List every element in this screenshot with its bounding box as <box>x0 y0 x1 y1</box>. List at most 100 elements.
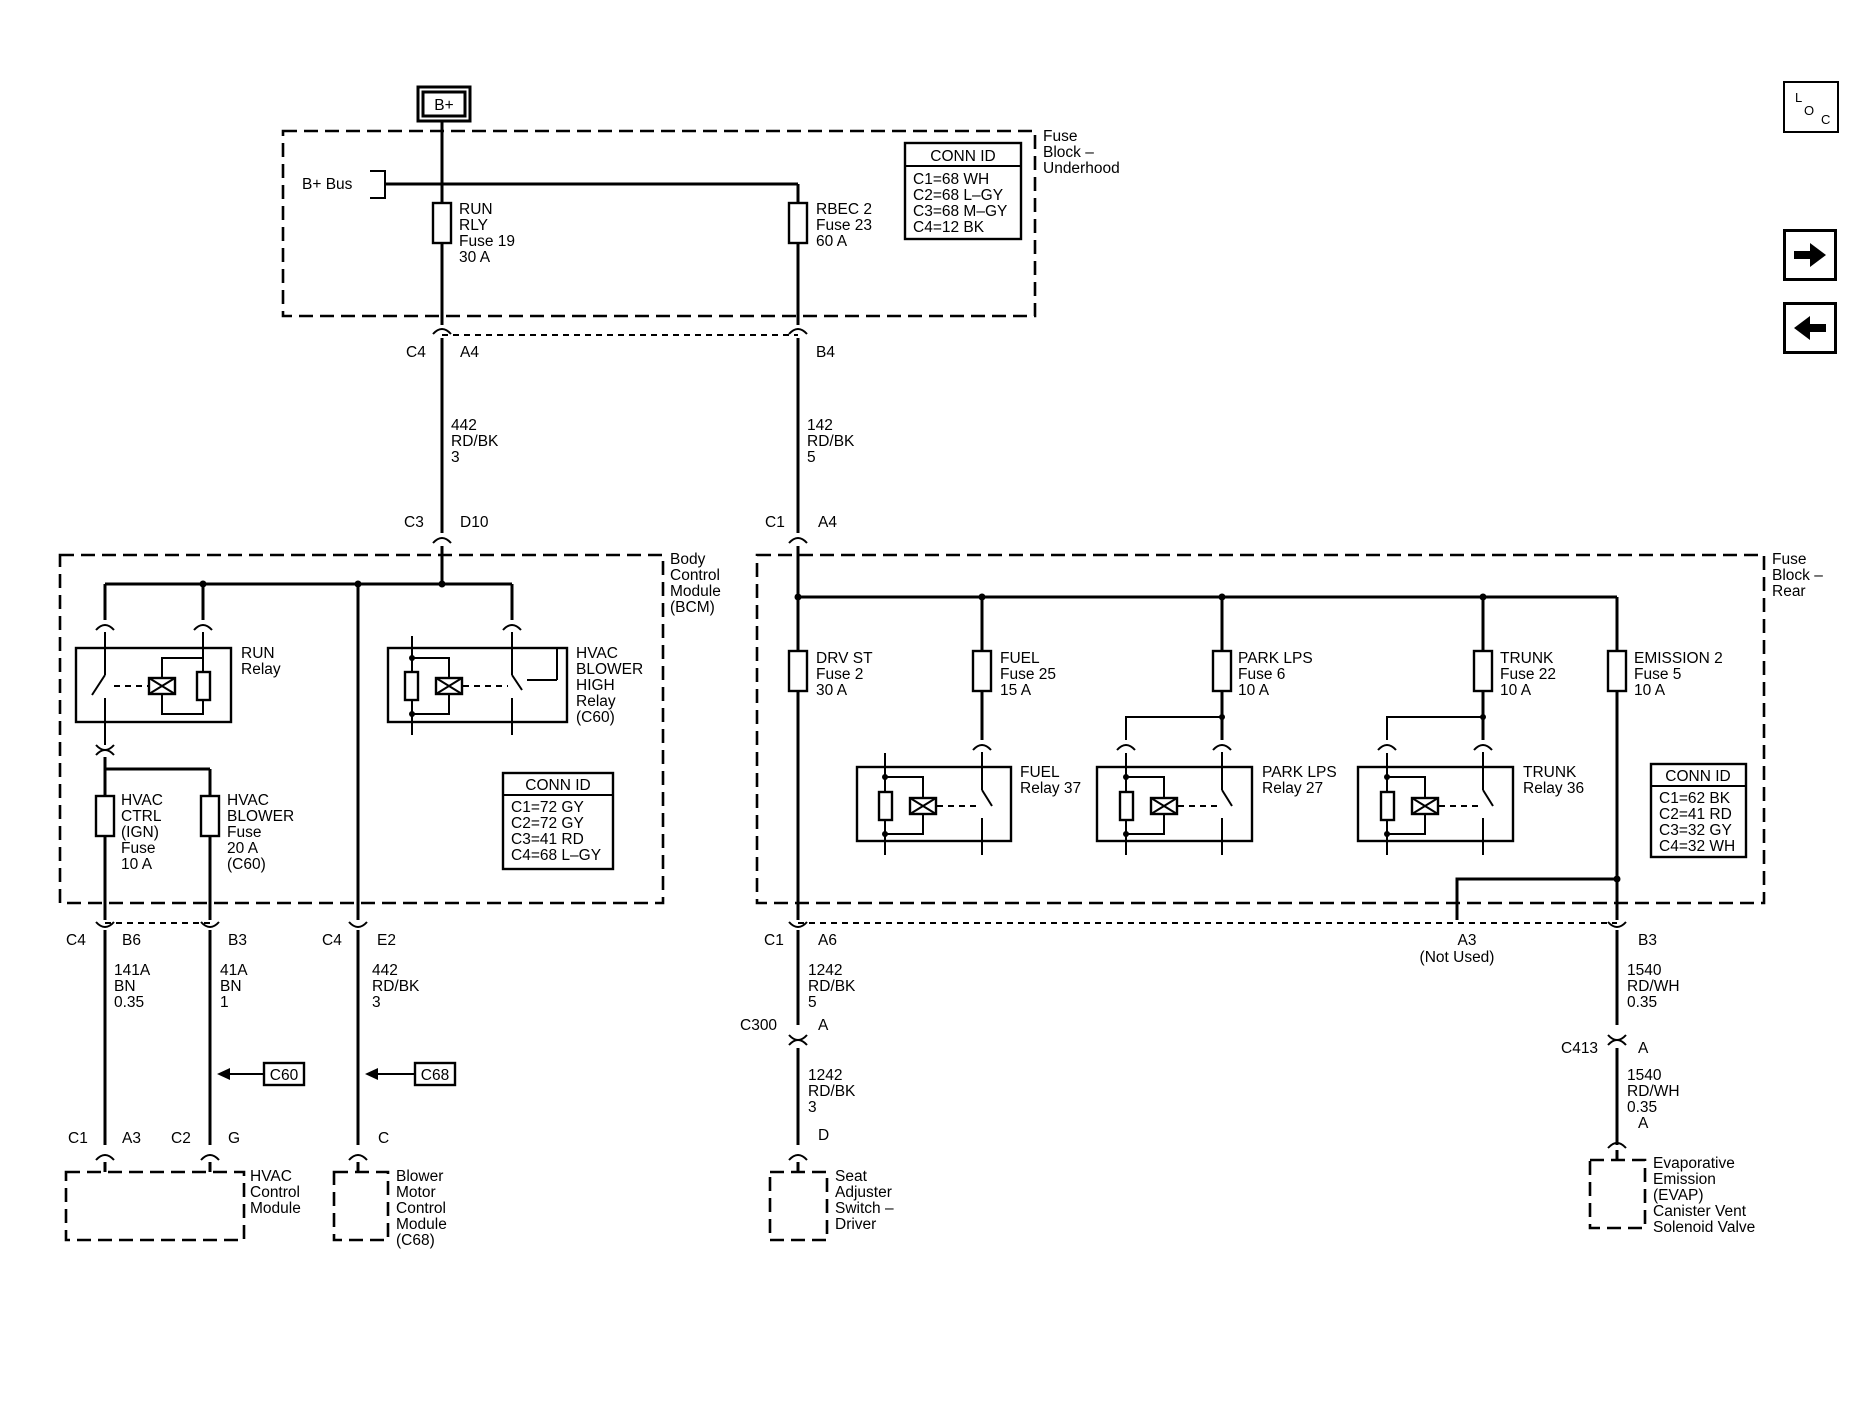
fuse19-line3: Fuse 19 <box>459 233 515 250</box>
fuel-relay-2: Relay 37 <box>1020 780 1081 797</box>
hvac-blower-fuse-4: 20 A <box>227 840 259 857</box>
trunk-fuse-2: Fuse 22 <box>1500 666 1556 683</box>
rear-pin-c1: C1 <box>765 514 785 531</box>
w442b-line3: 3 <box>372 994 381 1011</box>
fuse-emission <box>1606 649 1628 693</box>
drv-st-1: DRV ST <box>816 650 873 667</box>
fuse23-line3: 60 A <box>816 233 848 250</box>
connector-e2 <box>348 921 368 928</box>
w1540b-line3: 0.35 <box>1627 1099 1657 1116</box>
connector-c4-a4 <box>432 328 452 335</box>
rear-pin-b3: B3 <box>1638 932 1657 949</box>
c413-label: C413 <box>1561 1040 1598 1057</box>
fuse19-line1: RUN <box>459 201 493 218</box>
hvac-relay-label-5: (C60) <box>576 709 615 726</box>
w442-line3: 3 <box>451 449 460 466</box>
c300-label: C300 <box>740 1017 777 1034</box>
bcm-title-3: Module <box>670 583 721 600</box>
rear-fuse-block-outline <box>755 553 1766 905</box>
hvac-ctrl-fuse-4: Fuse <box>121 840 155 857</box>
pin-c4b-label: C4 <box>322 932 342 949</box>
run-relay-label-2: Relay <box>241 661 281 678</box>
rear-pin-a3: A3 <box>1458 932 1477 949</box>
w1242a-line1: 1242 <box>808 962 842 979</box>
hvac-relay-label-1: HVAC <box>576 645 618 662</box>
wire-a3-not-used <box>1455 877 1617 920</box>
next-page-button[interactable] <box>1783 229 1837 281</box>
evap-4: Canister Vent <box>1653 1203 1747 1220</box>
rear-conn-1: C1=62 BK <box>1659 790 1731 807</box>
hvac-ctrl-fuse-2: CTRL <box>121 808 162 825</box>
bplus-label: B+ <box>434 97 453 114</box>
underhood-title-2: Block – <box>1043 144 1094 161</box>
hvac-module-3: Module <box>250 1200 301 1217</box>
rear-title-1: Fuse <box>1772 551 1806 568</box>
connector-b4 <box>788 328 808 335</box>
emission-fuse-2: Fuse 5 <box>1634 666 1681 683</box>
connector-c3-d10 <box>432 537 452 544</box>
bcm-conn-1: C1=72 GY <box>511 799 584 816</box>
pin-b3-label: B3 <box>228 932 247 949</box>
park-fuse-3: 10 A <box>1238 682 1270 699</box>
rear-conn-title: CONN ID <box>1665 768 1730 785</box>
w41a-line3: 1 <box>220 994 229 1011</box>
underhood-title-3: Underhood <box>1043 160 1120 177</box>
ref-c60-label: C60 <box>270 1067 299 1084</box>
seat-adjuster-switch <box>768 1170 829 1242</box>
emission-fuse-3: 10 A <box>1634 682 1666 699</box>
pin-a4-label: A4 <box>460 344 479 361</box>
c413-pin-a: A <box>1638 1040 1649 1057</box>
blower-module-2: Motor <box>396 1184 436 1201</box>
blower-motor-control-module <box>332 1170 390 1242</box>
blower-module-5: (C68) <box>396 1232 435 1249</box>
w142-line3: 5 <box>807 449 816 466</box>
trunk-fuse-1: TRUNK <box>1500 650 1554 667</box>
bplus-source-inner <box>421 90 467 118</box>
fuse-hvac-blower <box>199 794 221 838</box>
fuel-fuse-3: 15 A <box>1000 682 1032 699</box>
connector-b3 <box>200 921 220 928</box>
previous-page-button[interactable] <box>1783 302 1837 354</box>
pin-b6-label: B6 <box>122 932 141 949</box>
w1242b-line3: 3 <box>808 1099 817 1116</box>
hvac-blower-fuse-2: BLOWER <box>227 808 294 825</box>
seat-pin-d: D <box>818 1127 829 1144</box>
park-relay-1: PARK LPS <box>1262 764 1337 781</box>
loc-letter-o: O <box>1804 103 1815 118</box>
w1242b-line1: 1242 <box>808 1067 842 1084</box>
bcm-conn-3: C3=41 RD <box>511 831 584 848</box>
connector-b6 <box>95 921 115 928</box>
page-ref-c60[interactable] <box>262 1061 306 1087</box>
fuse23-line1: RBEC 2 <box>816 201 872 218</box>
hvac-relay-label-2: BLOWER <box>576 661 643 678</box>
park-fuse-2: Fuse 6 <box>1238 666 1285 683</box>
rear-pin-a4: A4 <box>818 514 837 531</box>
w442b-line1: 442 <box>372 962 398 979</box>
connector-c1-a4 <box>788 537 808 544</box>
hvac-ctrl-fuse-1: HVAC <box>121 792 163 809</box>
seat-switch-4: Driver <box>835 1216 876 1233</box>
bcm-title-4: (BCM) <box>670 599 715 616</box>
pin-g-hvac: G <box>228 1130 240 1147</box>
underhood-conn-4: C4=12 BK <box>913 219 985 236</box>
c300-pin-a: A <box>818 1017 829 1034</box>
fuse-park-lps <box>1211 649 1233 693</box>
trunk-fuse-3: 10 A <box>1500 682 1532 699</box>
emission-fuse-1: EMISSION 2 <box>1634 650 1723 667</box>
pin-a3-hvac: A3 <box>122 1130 141 1147</box>
w442-line1: 442 <box>451 417 477 434</box>
hvac-module-2: Control <box>250 1184 300 1201</box>
bcm-title-2: Control <box>670 567 720 584</box>
rear-pin-a6: A6 <box>818 932 837 949</box>
location-button[interactable]: L O C <box>1783 81 1839 133</box>
connector-a6 <box>788 921 808 928</box>
bplus-bus-bracket <box>370 170 386 199</box>
pin-b4-label: B4 <box>816 344 835 361</box>
seat-switch-2: Adjuster <box>835 1184 892 1201</box>
w142-line2: RD/BK <box>807 433 855 450</box>
rear-conn-4: C4=32 WH <box>1659 838 1735 855</box>
page-ref-c68[interactable] <box>413 1061 457 1087</box>
underhood-conn-1: C1=68 WH <box>913 171 989 188</box>
underhood-conn-2: C2=68 L–GY <box>913 187 1003 204</box>
